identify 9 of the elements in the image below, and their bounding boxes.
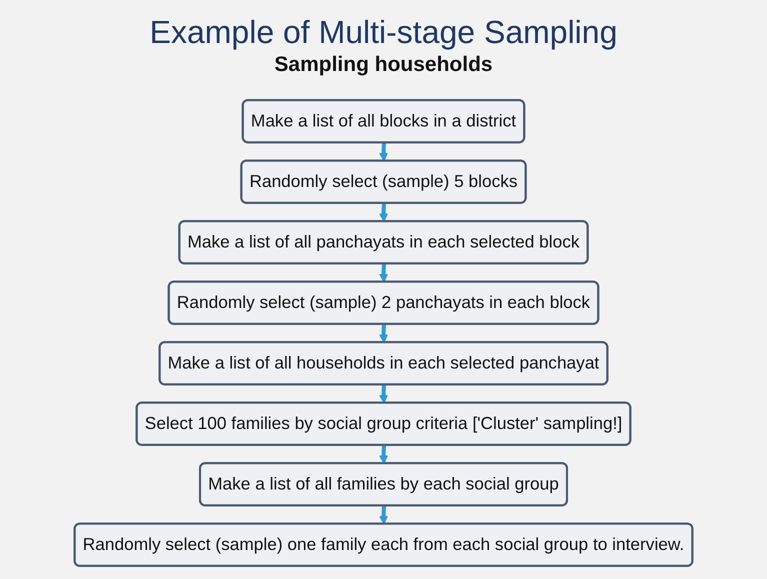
arrow — [379, 142, 388, 162]
arrow — [379, 505, 388, 525]
arrow — [379, 384, 388, 404]
arrow — [379, 202, 388, 222]
arrow — [379, 263, 388, 283]
arrow — [379, 444, 388, 464]
subtitle: Sampling households — [274, 53, 493, 77]
arrow — [379, 324, 388, 344]
title: Example of Multi-stage Sampling — [150, 14, 618, 51]
